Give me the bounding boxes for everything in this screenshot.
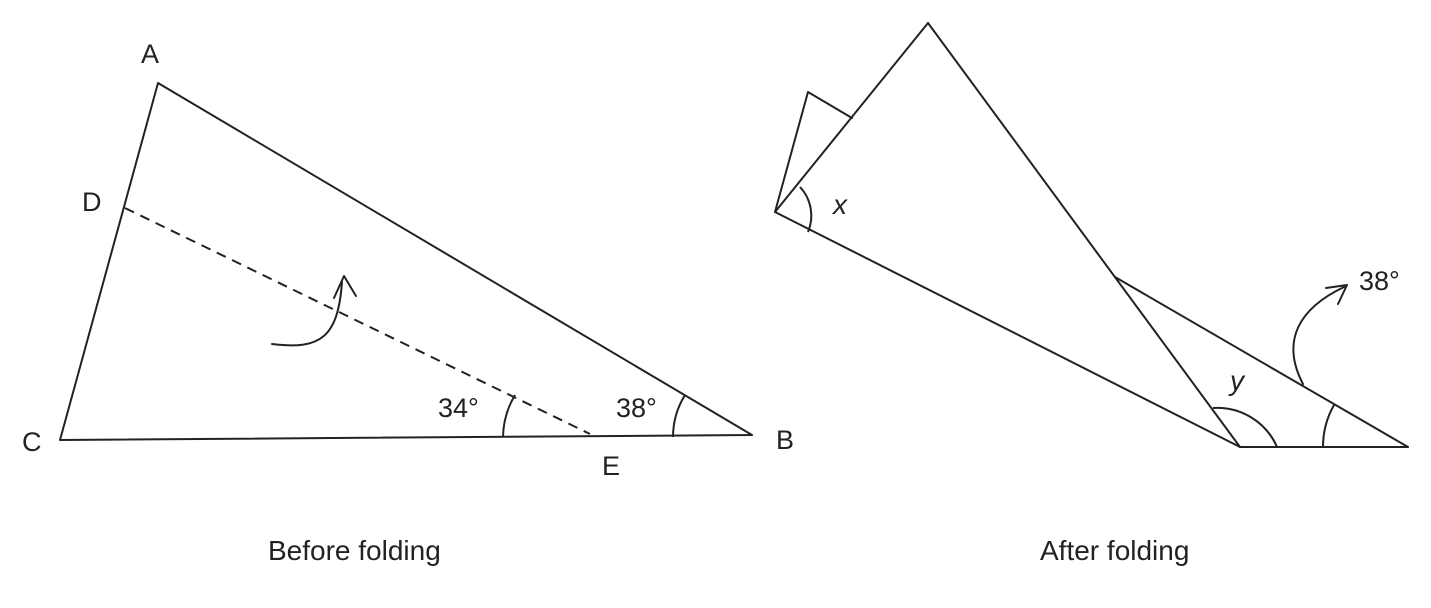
angle-arc-b <box>672 394 686 438</box>
angle-label-y: y <box>1228 365 1246 396</box>
caption-after-folding: After folding <box>1040 535 1189 566</box>
angle-label-38: 38° <box>1359 266 1400 296</box>
fold-arrow-icon <box>271 281 343 347</box>
angle-label-e: 34° <box>438 393 479 423</box>
vertex-label-a: A <box>141 39 159 69</box>
vertex-label-e: E <box>602 451 620 481</box>
vertex-label-b: B <box>776 425 794 455</box>
angle-arc-e <box>502 394 516 438</box>
before-folding-figure: A D C E B 34° 38° Before folding <box>22 39 794 566</box>
angle-arc-38 <box>1321 404 1335 448</box>
angle-label-x: x <box>831 189 848 220</box>
angle-label-b: 38° <box>616 393 657 423</box>
vertex-label-d: D <box>82 187 102 217</box>
triangle-abc <box>59 82 753 441</box>
pointer-arrow-icon <box>1292 286 1345 385</box>
after-lower-edge <box>774 211 1241 448</box>
vertex-label-c: C <box>22 427 42 457</box>
angle-arc-y <box>1212 406 1278 448</box>
fold-line-de <box>124 207 591 435</box>
caption-before-folding: Before folding <box>268 535 441 566</box>
after-folding-figure: x y 38° After folding <box>774 22 1409 566</box>
angle-arc-x <box>799 186 813 233</box>
small-flap <box>774 91 853 213</box>
pointer-arrowhead-icon <box>1325 284 1348 305</box>
after-upper-strip-edge <box>1114 276 1409 448</box>
fold-arrowhead-icon <box>333 275 357 299</box>
folded-triangle-long-side <box>927 22 1241 448</box>
